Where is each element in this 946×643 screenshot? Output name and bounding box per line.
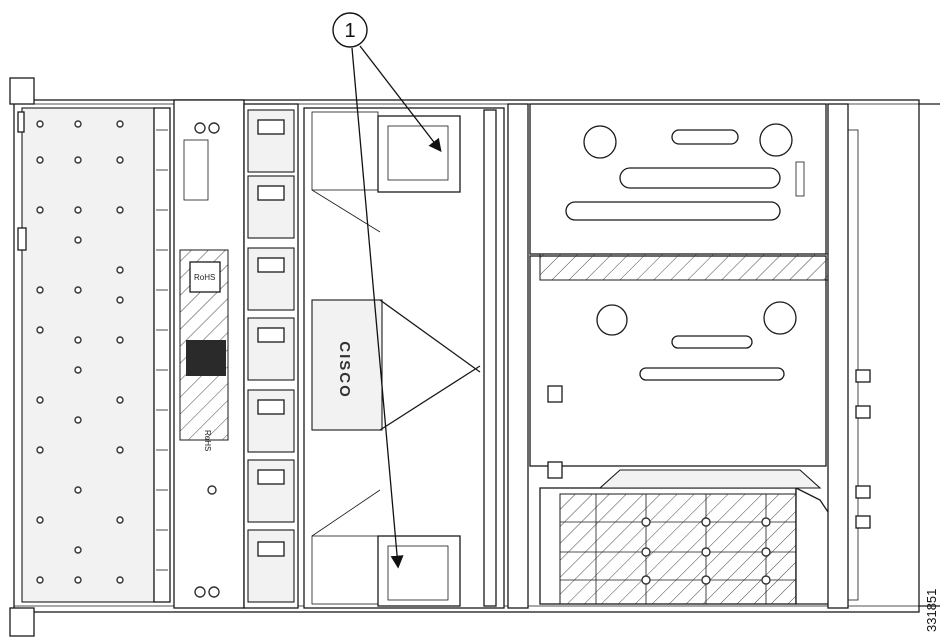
memory-slot-top xyxy=(377,115,461,193)
callout-1: 1 xyxy=(332,12,442,569)
fan-tray xyxy=(243,103,299,609)
rack-ear-bottom xyxy=(9,607,35,637)
rack-ear-top xyxy=(9,77,35,105)
cisco-logo: CISCO xyxy=(336,341,353,399)
rear-panel xyxy=(827,103,871,609)
screw-icon-group-front xyxy=(36,120,124,584)
svg-text:RoHS: RoHS xyxy=(194,273,215,282)
drive-backplane xyxy=(153,107,171,603)
board-label: RoHS xyxy=(203,430,212,451)
power-supply-area xyxy=(539,469,841,605)
air-baffle: CISCO xyxy=(303,107,505,609)
heatsink-icon xyxy=(186,340,226,376)
callout-arrow-icon xyxy=(359,45,442,153)
callout-number: 1 xyxy=(344,20,355,42)
callout-arrow-icon xyxy=(351,47,404,569)
storage-controller-area: RoHS RoHS xyxy=(173,99,245,609)
figure-id: 331851 xyxy=(924,589,939,632)
front-drive-bay xyxy=(17,107,155,603)
fan-icon-group xyxy=(247,109,295,603)
riser-2 xyxy=(529,255,827,467)
pcie-riser-area xyxy=(507,103,841,609)
callout-circle xyxy=(332,12,368,48)
memory-slot-bottom xyxy=(377,535,461,607)
